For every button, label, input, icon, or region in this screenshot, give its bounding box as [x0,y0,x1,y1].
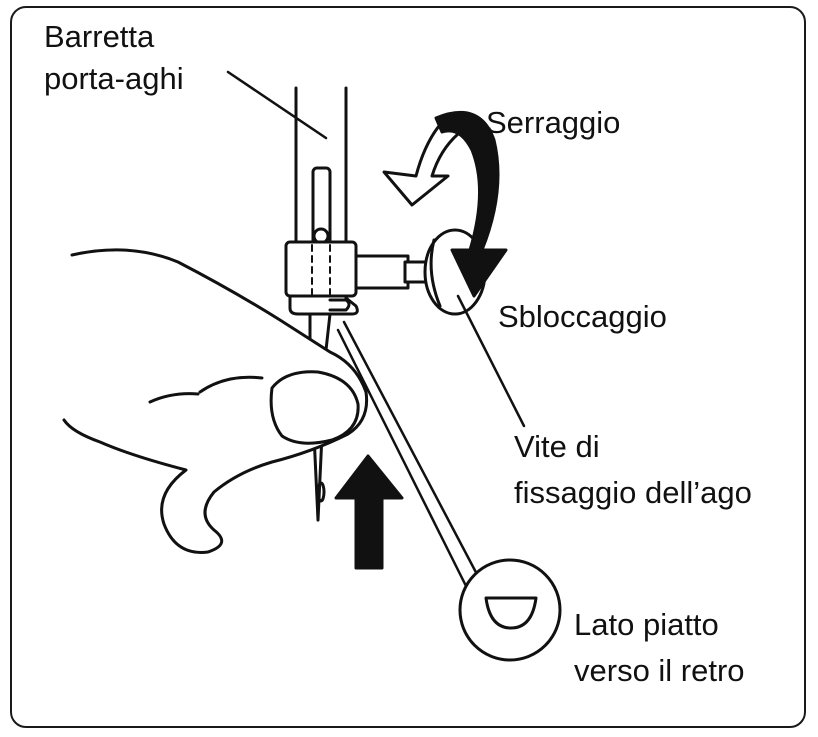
diagram-frame [10,6,806,728]
needle-bar-label-line2: porta-aghi [44,61,184,96]
up-arrow-icon [334,454,404,570]
clockwise-arrow-icon [434,110,508,298]
flat-side-label-line1: Lato piatto [574,607,719,642]
flat-side-label-line2: verso il retro [574,653,745,688]
needle-clamp [284,240,359,316]
needle-bar [294,86,348,247]
needle-bar-label-line1: Barretta [44,19,155,54]
needle-bar-leader [226,70,328,140]
screw-leader [456,294,526,428]
screw-icon [354,228,487,316]
flat-side-inset [336,320,562,662]
hand-icon [62,248,369,554]
screw-label-line2: fissaggio dell’ago [514,475,752,510]
tighten-label: Serraggio [486,105,621,140]
loosen-label: Sbloccaggio [498,299,667,334]
screw-label-line1: Vite di [514,429,600,464]
